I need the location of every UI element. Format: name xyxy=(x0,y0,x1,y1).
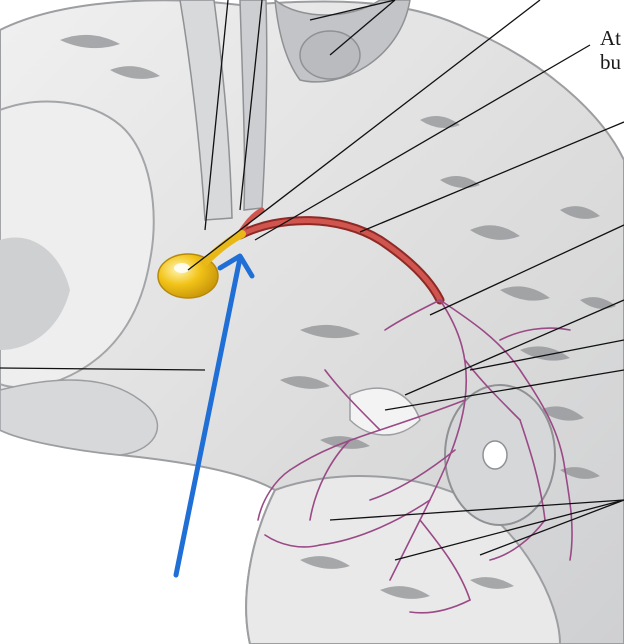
valve-area xyxy=(0,379,159,456)
trabeculae xyxy=(60,34,616,599)
vessel-wall-center xyxy=(239,0,268,211)
purkinje-branches xyxy=(257,299,573,614)
pointer-arrow xyxy=(173,253,255,578)
label-top-right-line1: At xyxy=(600,26,621,50)
node-bundle-join xyxy=(201,230,246,266)
leader-lines xyxy=(0,0,624,561)
vessel-wall-left xyxy=(179,0,233,221)
label-top-right-line2: bu xyxy=(600,50,621,74)
chamber-shadow xyxy=(0,237,70,350)
